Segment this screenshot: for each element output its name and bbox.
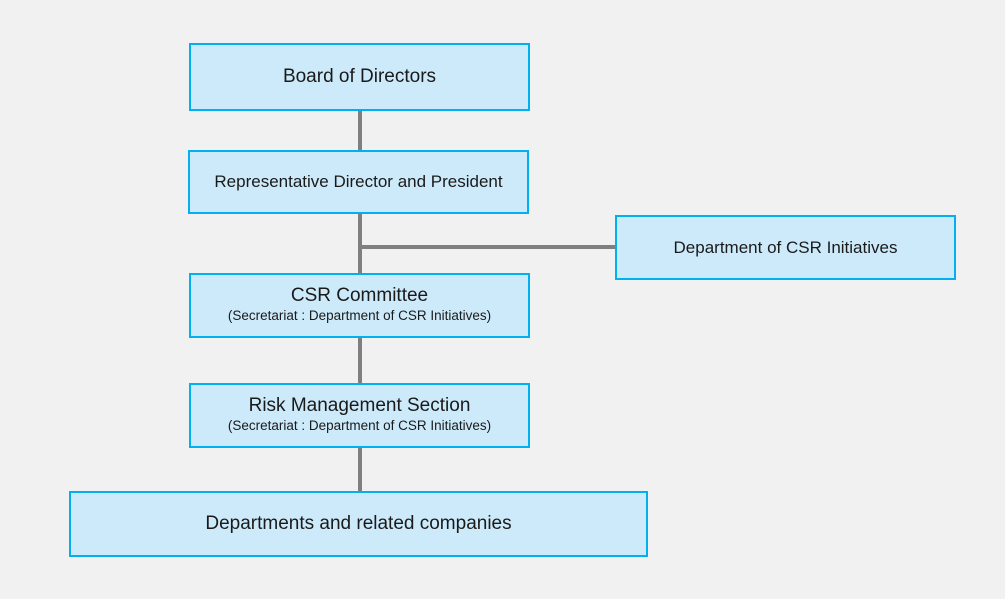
node-board-of-directors[interactable]: Board of Directors — [189, 43, 530, 111]
node-departments-and-related-companies-title: Departments and related companies — [205, 513, 512, 535]
node-risk-management-section-title: Risk Management Section — [248, 394, 471, 416]
node-departments-and-related-companies[interactable]: Departments and related companies — [69, 491, 648, 557]
node-csr-committee-title: CSR Committee — [290, 284, 429, 306]
node-board-of-directors-title: Board of Directors — [282, 66, 437, 88]
node-department-of-csr-initiatives-title: Department of CSR Initiatives — [673, 237, 898, 257]
node-csr-committee-subtitle: (Secretariat : Department of CSR Initiat… — [227, 308, 492, 324]
node-department-of-csr-initiatives[interactable]: Department of CSR Initiatives — [615, 215, 956, 280]
node-risk-management-section[interactable]: Risk Management Section (Secretariat : D… — [189, 383, 530, 448]
node-csr-committee[interactable]: CSR Committee (Secretariat : Department … — [189, 273, 530, 338]
node-risk-management-section-subtitle: (Secretariat : Department of CSR Initiat… — [227, 418, 492, 434]
node-representative-director-and-president[interactable]: Representative Director and President — [188, 150, 529, 214]
node-representative-director-and-president-title: Representative Director and President — [214, 172, 503, 192]
connector-branch-to-csr-department — [358, 245, 617, 249]
